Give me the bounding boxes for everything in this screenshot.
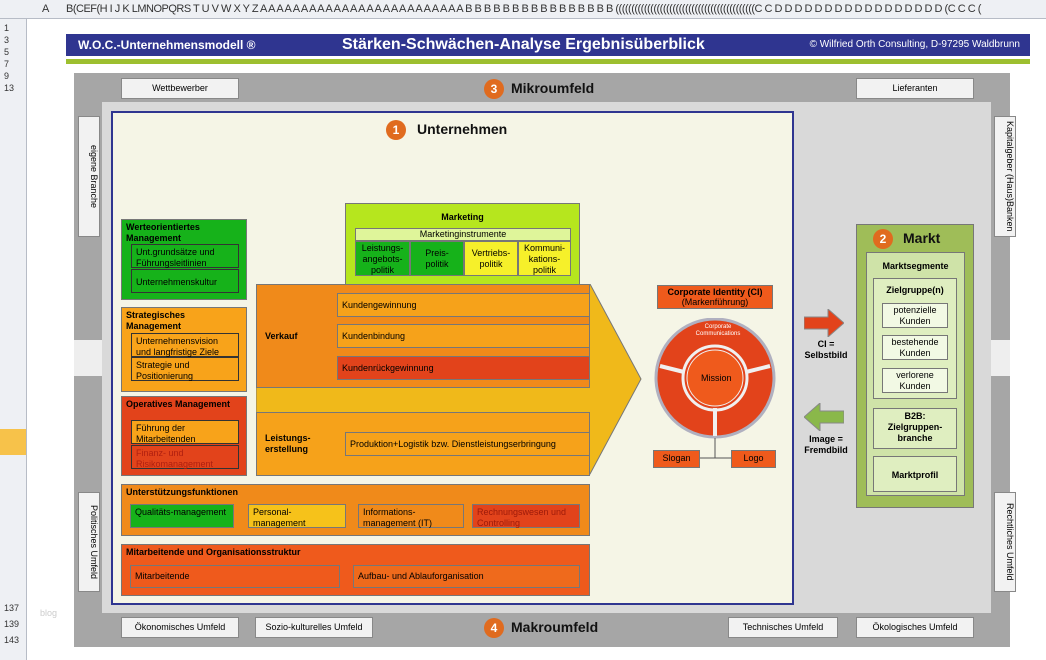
werte-item-2[interactable]: Unternehmenskultur <box>131 269 239 293</box>
zielgruppe-item-1[interactable]: potenzielle Kunden <box>882 303 948 328</box>
ci-diagram <box>654 318 776 459</box>
row-9[interactable]: 9 <box>4 71 10 81</box>
marktsegmente-title: Marktsegmente <box>882 261 949 271</box>
marketing-item-4[interactable]: Kommuni-kations-politik <box>518 241 571 276</box>
markt-title: Markt <box>903 230 941 246</box>
werte-title: Werteorientiertes Management <box>126 222 200 243</box>
unterst-item-2[interactable]: Personal-management <box>248 504 346 528</box>
marketing-title: Marketing <box>441 212 484 222</box>
col-letters[interactable]: B(CEF(H I J K LMNOPQRS T U V W X Y Z A A… <box>66 3 981 15</box>
oekonomisches-umfeld-button[interactable]: Ökonomisches Umfeld <box>121 617 239 638</box>
ci-title: Corporate Identity (CI) <box>667 287 763 297</box>
strat-item-2[interactable]: Strategie und Positionierung <box>131 357 239 381</box>
row-7[interactable]: 7 <box>4 59 10 69</box>
row-3[interactable]: 3 <box>4 35 10 45</box>
mikro-title: Mikroumfeld <box>511 80 595 96</box>
model-title: W.O.C.-Unternehmensmodell ® <box>78 38 256 52</box>
rechtliches-umfeld-button[interactable]: Rechtliches Umfeld <box>994 492 1016 592</box>
ci-mission: Mission <box>701 373 732 383</box>
werte-item-1[interactable]: Unt.grundsätze und Führungsleitlinien <box>131 244 239 268</box>
unterst-title: Unterstützungsfunktionen <box>126 487 238 497</box>
row-5[interactable]: 5 <box>4 47 10 57</box>
oper-item-1[interactable]: Führung der Mitarbeitenden <box>131 420 239 444</box>
mitarb-title: Mitarbeitende und Organisationsstruktur <box>126 547 301 557</box>
row-header-bar: 1 3 5 7 9 13 137 139 143 <box>0 19 27 660</box>
image-arrow-label: Image = Fremdbild <box>804 434 848 455</box>
blog-watermark: blog <box>40 608 58 618</box>
strat-item-1[interactable]: Unternehmensvision und langfristige Ziel… <box>131 333 239 357</box>
oper-title: Operatives Management <box>126 399 231 409</box>
verkauf-item-1[interactable]: Kundengewinnung <box>337 293 590 317</box>
ci-sub: (Markenführung) <box>681 297 749 307</box>
zielgruppe-item-2[interactable]: bestehende Kunden <box>882 335 948 360</box>
row-143[interactable]: 143 <box>4 635 20 645</box>
ci-box[interactable]: Corporate Identity (CI) (Markenführung) <box>657 285 773 309</box>
unternehmen-title: Unternehmen <box>417 121 508 137</box>
image-arrow-icon <box>804 403 844 431</box>
unternehmen-number: 1 <box>386 120 406 140</box>
makro-number: 4 <box>484 618 504 638</box>
marktprofil-box[interactable]: Marktprofil <box>873 456 957 492</box>
oper-item-2[interactable]: Finanz- und Risikomanagement <box>131 445 239 469</box>
verkauf-title: Verkauf <box>265 331 298 341</box>
copyright: © Wilfried Orth Consulting, D-97295 Wald… <box>809 39 1020 50</box>
ci-ring-label: Corporate Communications <box>695 324 741 337</box>
col-a[interactable]: A <box>42 3 50 15</box>
slogan-box[interactable]: Slogan <box>653 450 700 468</box>
makro-title: Makroumfeld <box>511 619 599 635</box>
leistung-title: Leistungs-erstellung <box>265 433 311 454</box>
zielgruppe-title: Zielgruppe(n) <box>886 285 944 295</box>
row-137[interactable]: 137 <box>4 603 20 613</box>
kapitalgeber-button[interactable]: Kapitalgeber (Haus)Banken <box>994 116 1016 237</box>
gap-right <box>991 340 1010 376</box>
soziokulturelles-umfeld-button[interactable]: Sozio-kulturelles Umfeld <box>255 617 373 638</box>
politisches-umfeld-button[interactable]: Politisches Umfeld <box>78 492 100 592</box>
b2b-box[interactable]: B2B: Zielgruppen-branche <box>873 408 957 449</box>
leistung-item-1[interactable]: Produktion+Logistik bzw. Dienstleistungs… <box>345 432 590 456</box>
markt-number: 2 <box>873 229 893 249</box>
ci-arrow-icon <box>804 309 844 337</box>
row-selection[interactable] <box>0 429 26 455</box>
mikro-number: 3 <box>484 79 504 99</box>
gap-left <box>74 340 102 376</box>
wettbewerber-button[interactable]: Wettbewerber <box>121 78 239 99</box>
column-header-bar: A B(CEF(H I J K LMNOPQRS T U V W X Y Z A… <box>0 0 1046 19</box>
zielgruppe-item-3[interactable]: verlorene Kunden <box>882 368 948 393</box>
unterst-item-1[interactable]: Qualitäts-management <box>130 504 234 528</box>
mitarb-item-2[interactable]: Aufbau- und Ablauforganisation <box>353 565 580 588</box>
lieferanten-button[interactable]: Lieferanten <box>856 78 974 99</box>
ci-arrow-label: CI = Selbstbild <box>804 339 848 360</box>
oekologisches-umfeld-button[interactable]: Ökologisches Umfeld <box>856 617 974 638</box>
title-bar: W.O.C.-Unternehmensmodell ® Stärken-Schw… <box>66 34 1030 56</box>
green-divider <box>66 59 1030 64</box>
main-title: Stärken-Schwächen-Analyse Ergebnisüberbl… <box>342 36 705 53</box>
marketing-item-1[interactable]: Leistungs-angebots-politik <box>355 241 410 276</box>
marketing-sub: Marketinginstrumente <box>355 228 571 241</box>
marketing-item-2[interactable]: Preis-politik <box>410 241 464 276</box>
verkauf-item-3[interactable]: Kundenrückgewinnung <box>337 356 590 380</box>
technisches-umfeld-button[interactable]: Technisches Umfeld <box>728 617 838 638</box>
logo-box[interactable]: Logo <box>731 450 776 468</box>
unterst-item-3[interactable]: Informations-management (IT) <box>358 504 464 528</box>
strat-title: Strategisches Management <box>126 310 186 331</box>
mitarb-item-1[interactable]: Mitarbeitende <box>130 565 340 588</box>
marketing-item-3[interactable]: Vertriebs-politik <box>464 241 518 276</box>
verkauf-item-2[interactable]: Kundenbindung <box>337 324 590 348</box>
unterst-item-4[interactable]: Rechnungswesen und Controlling <box>472 504 580 528</box>
row-13[interactable]: 13 <box>4 83 15 93</box>
row-139[interactable]: 139 <box>4 619 20 629</box>
eigene-branche-button[interactable]: eigene Branche <box>78 116 100 237</box>
row-1[interactable]: 1 <box>4 23 10 33</box>
